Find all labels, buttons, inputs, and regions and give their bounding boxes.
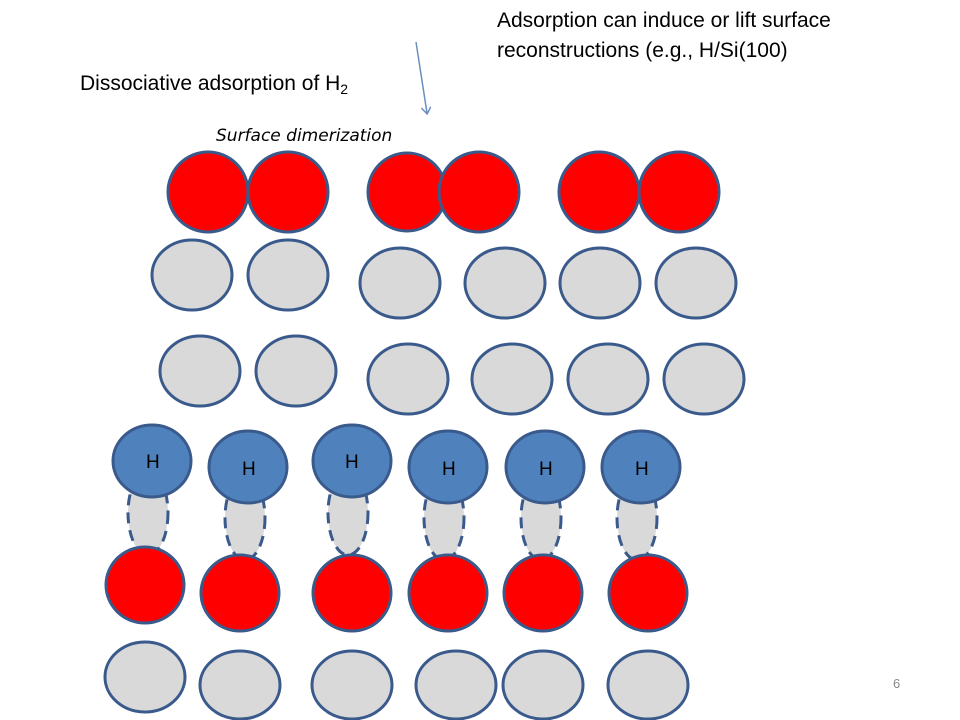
surface-atom bbox=[199, 553, 281, 633]
terminated-surface-row bbox=[104, 545, 689, 633]
bulk-atom bbox=[246, 238, 330, 312]
bulk-row-1 bbox=[150, 238, 738, 320]
surface-atom bbox=[311, 553, 393, 633]
hydrogen-atoms: H H H H H H bbox=[111, 423, 682, 505]
hydrogen-label: H bbox=[345, 452, 359, 473]
surface-atom bbox=[407, 553, 489, 633]
surface-dimerization-label: Surface dimerization bbox=[216, 126, 393, 146]
bulk-atom bbox=[310, 649, 394, 720]
surface-atom bbox=[607, 553, 689, 633]
bulk-atom bbox=[103, 640, 187, 714]
hydrogen-atom bbox=[311, 423, 393, 499]
hydrogen-label: H bbox=[539, 459, 553, 480]
pointer-arrow bbox=[415, 41, 427, 113]
hydrogen-label: H bbox=[635, 459, 649, 480]
surface-atom bbox=[557, 150, 641, 234]
hydrogen-atom bbox=[504, 429, 586, 505]
terminated-bulk-row bbox=[103, 640, 690, 720]
bulk-row-2 bbox=[158, 334, 746, 416]
bulk-atom bbox=[254, 334, 338, 408]
dimerized-surface-row bbox=[166, 150, 721, 234]
bulk-atom bbox=[158, 334, 242, 408]
bulk-atom bbox=[558, 246, 642, 320]
subtitle-text: Dissociative adsorption of H bbox=[80, 72, 341, 95]
subtitle-dissociative-adsorption: Dissociative adsorption of H2 bbox=[80, 70, 348, 98]
slide-title: Adsorption can induce or lift surface re… bbox=[497, 9, 831, 62]
bulk-atom bbox=[198, 649, 282, 720]
bulk-atom bbox=[566, 342, 650, 416]
surface-atom bbox=[366, 151, 448, 233]
surface-atom bbox=[637, 150, 721, 234]
bulk-atom bbox=[470, 342, 554, 416]
hydrogen-atom bbox=[207, 429, 289, 505]
bulk-atom bbox=[501, 649, 585, 720]
surface-atom bbox=[166, 150, 250, 234]
hydrogen-label: H bbox=[146, 452, 160, 473]
subtitle-subscript: 2 bbox=[340, 81, 349, 97]
surface-atom bbox=[437, 150, 521, 234]
bulk-atom bbox=[463, 246, 547, 320]
page-number: 6 bbox=[893, 676, 901, 691]
bulk-atom bbox=[606, 649, 690, 720]
hydrogen-atom bbox=[600, 429, 682, 505]
bulk-atom bbox=[414, 649, 498, 720]
bulk-atom bbox=[358, 246, 442, 320]
hydrogen-atom bbox=[407, 429, 489, 505]
surface-atom bbox=[104, 545, 186, 625]
surface-atom bbox=[502, 553, 584, 633]
bulk-atom bbox=[654, 246, 738, 320]
hydrogen-label: H bbox=[242, 459, 256, 480]
hydrogen-atom bbox=[111, 423, 193, 499]
bulk-atom bbox=[366, 342, 450, 416]
surface-atom bbox=[246, 150, 330, 234]
bulk-atom bbox=[662, 342, 746, 416]
bulk-atom bbox=[150, 238, 234, 312]
hydrogen-label: H bbox=[442, 459, 456, 480]
